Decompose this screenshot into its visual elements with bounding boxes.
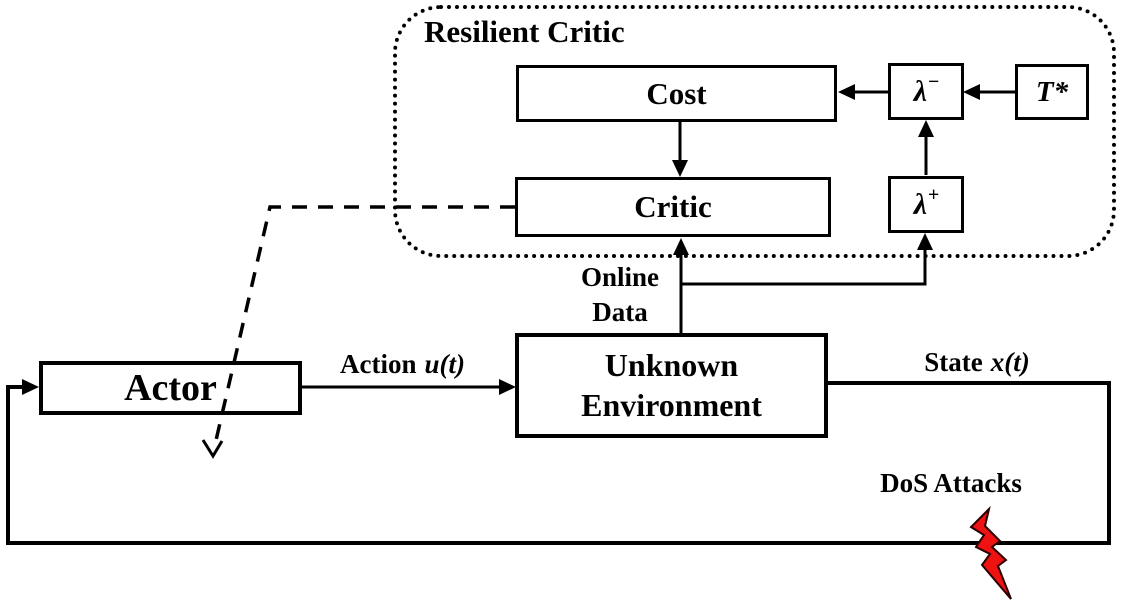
unknown-environment-box: Unknown Environment — [515, 333, 828, 438]
environment-label-line1: Unknown — [604, 347, 739, 384]
dos-attacks-label: DoS Attacks — [880, 468, 1022, 498]
t-star-label: T* — [1035, 75, 1069, 108]
critic-box: Critic — [515, 177, 831, 237]
state-math: x(t) — [990, 347, 1030, 377]
lambda-plus-symbol: λ — [913, 187, 928, 221]
t-star-box: T* — [1015, 64, 1089, 120]
action-text: Action — [340, 349, 417, 379]
cost-label: Cost — [646, 75, 707, 111]
lightning-bolt-icon — [969, 505, 1012, 600]
lambda-minus-box: λ− — [888, 63, 964, 120]
action-math: u(t) — [424, 349, 466, 379]
state-text: State — [924, 347, 983, 377]
lambda-plus-sign: + — [928, 184, 940, 207]
critic-label: Critic — [634, 189, 712, 224]
resilient-critic-title: Resilient Critic — [424, 14, 625, 49]
online-data-line2: Data — [592, 297, 648, 328]
environment-label-line2: Environment — [581, 386, 762, 423]
cost-box: Cost — [516, 65, 837, 122]
lambda-minus-symbol: λ — [913, 74, 928, 108]
lambda-plus-box: λ+ — [888, 176, 964, 233]
online-data-label: Online Data — [561, 260, 679, 330]
actor-label: Actor — [124, 367, 217, 409]
actor-box: Actor — [39, 361, 302, 415]
lambda-minus-sign: − — [928, 71, 940, 94]
arrow-actor-to-environment — [302, 379, 516, 395]
online-data-line1: Online — [580, 262, 660, 292]
